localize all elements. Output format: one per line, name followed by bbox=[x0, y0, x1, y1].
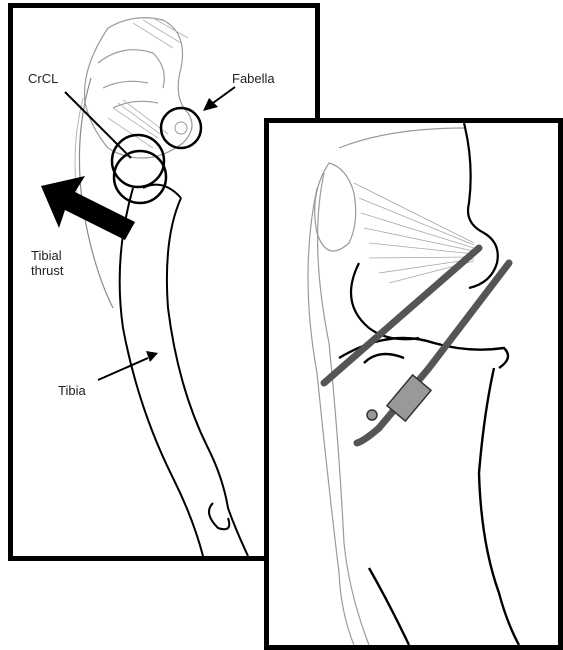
implant-repair-panel bbox=[264, 118, 563, 650]
tibial-thrust-label: Tibial thrust bbox=[31, 248, 64, 278]
tibia-label: Tibia bbox=[58, 383, 86, 398]
implant-repair-drawing bbox=[269, 123, 558, 645]
patella-outline bbox=[308, 128, 464, 645]
toggle-anchor bbox=[367, 410, 377, 420]
fabella-label: Fabella bbox=[232, 71, 275, 86]
tibia-bone bbox=[120, 185, 248, 556]
femur-outline bbox=[84, 18, 192, 158]
fabella-circle bbox=[161, 108, 201, 148]
tibial-thrust-arrow bbox=[41, 176, 135, 240]
tibial-plateau bbox=[339, 338, 508, 368]
fabella-pointer-arrow bbox=[203, 87, 235, 111]
crcl-label: CrCL bbox=[28, 71, 58, 86]
lateral-suture-implant bbox=[324, 248, 509, 443]
